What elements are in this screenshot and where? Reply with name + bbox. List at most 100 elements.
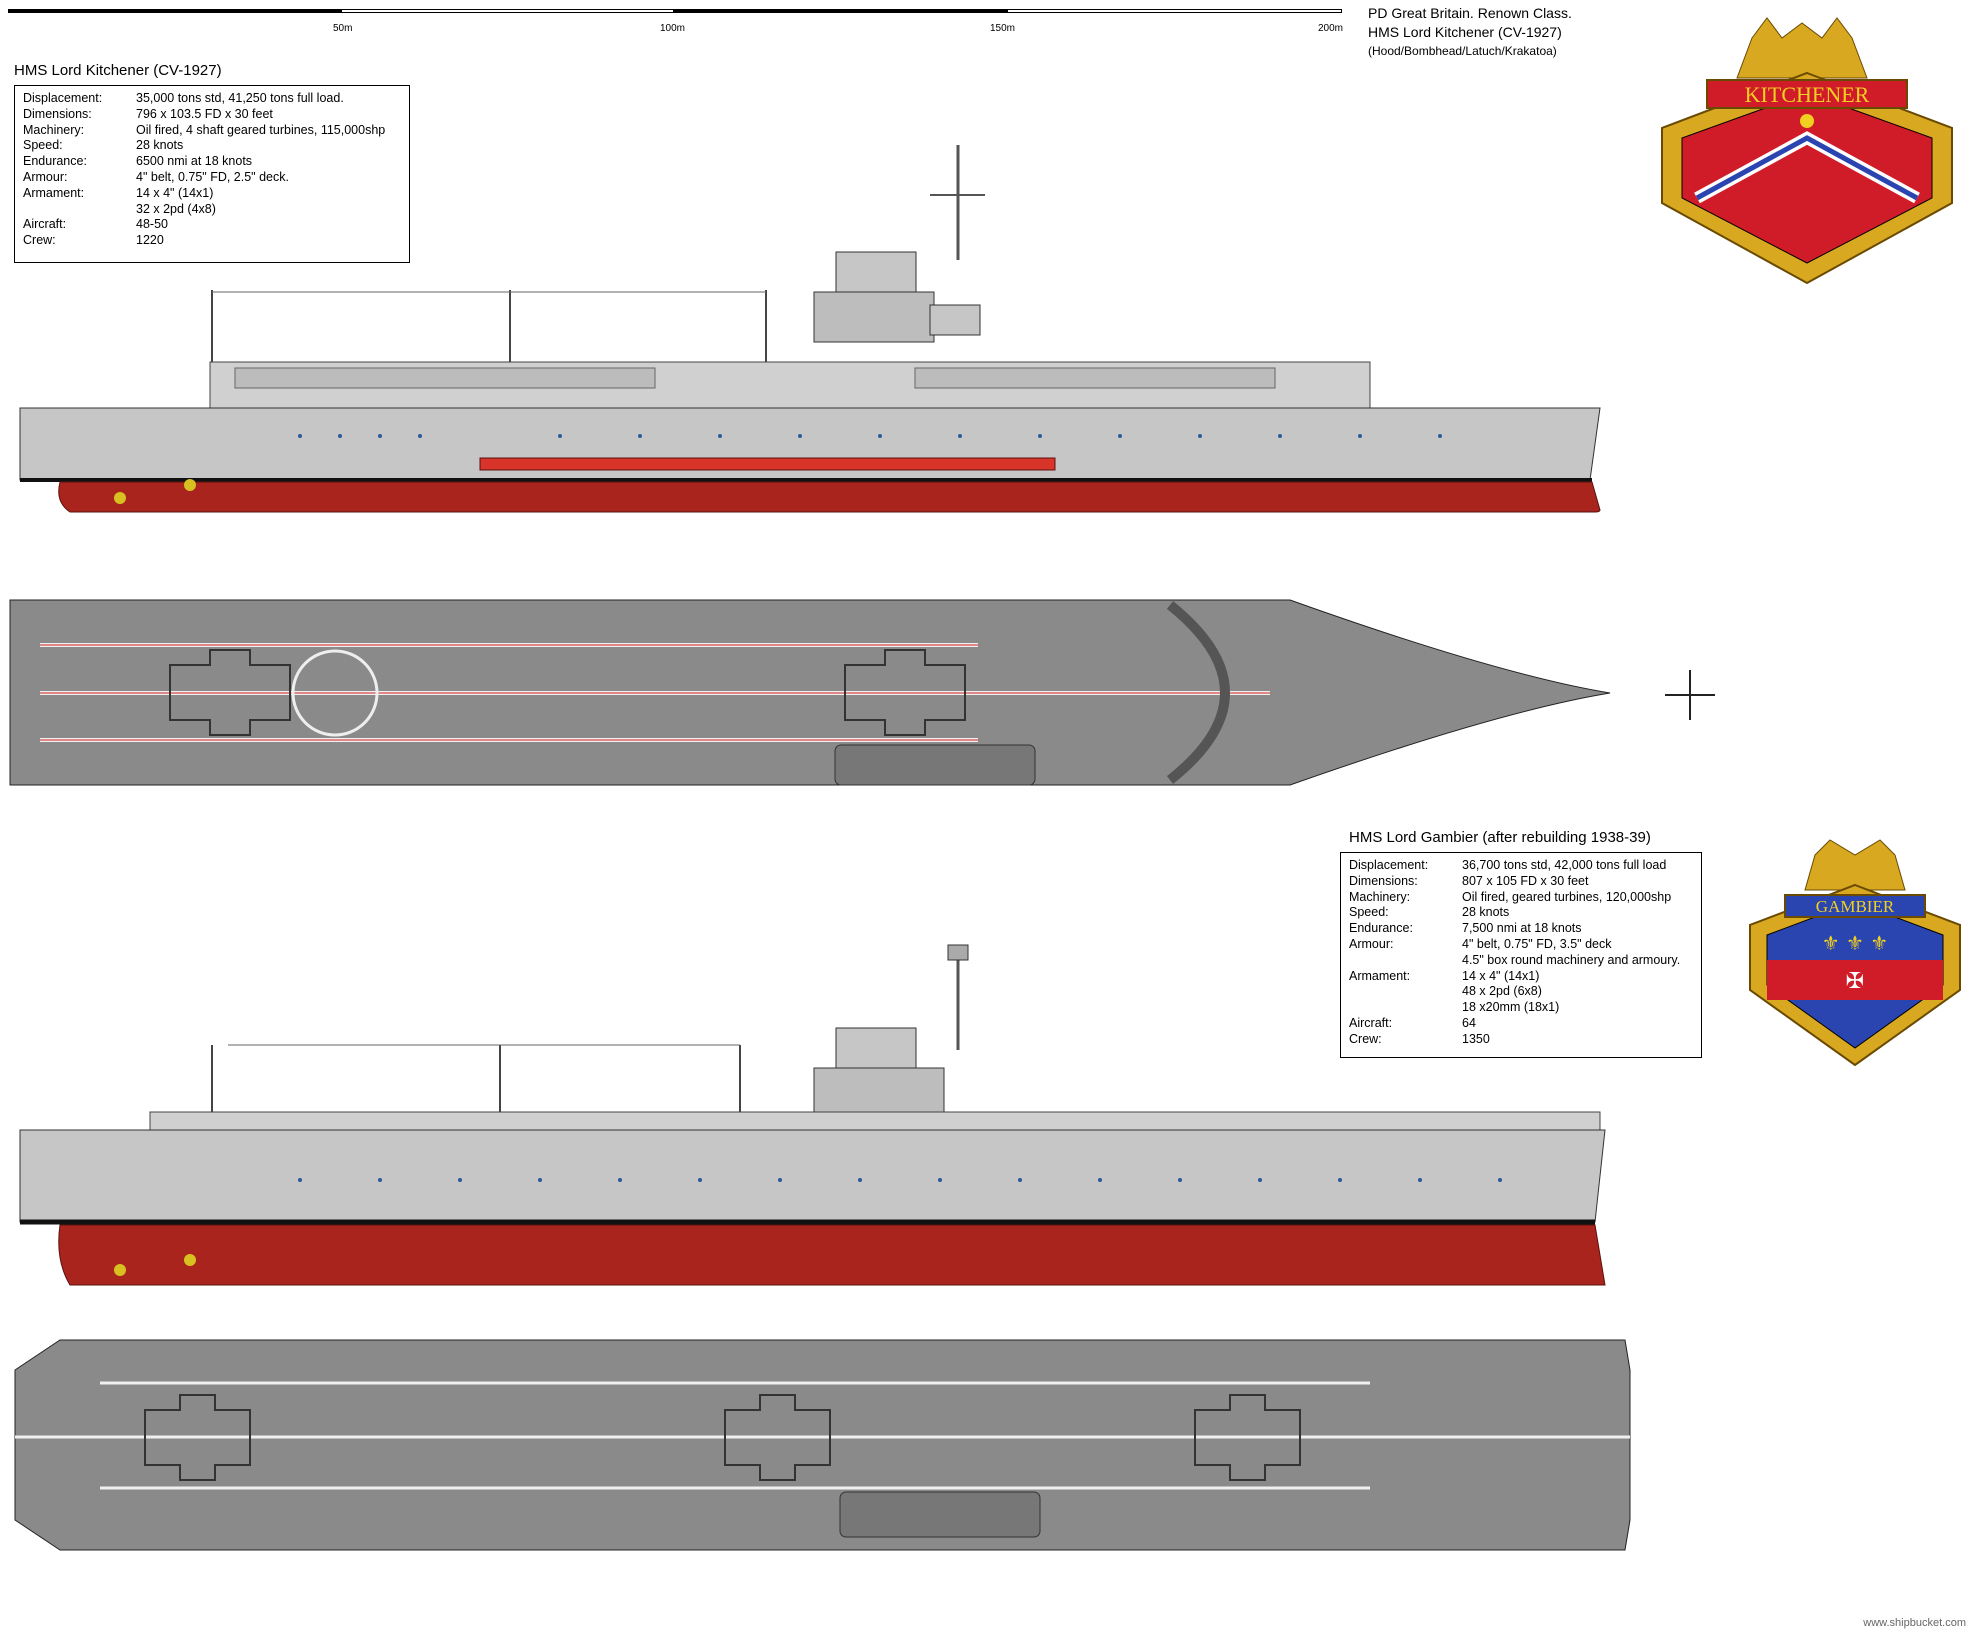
ship1-propeller [114,492,126,504]
ship2-spec-key: Speed: [1349,905,1389,920]
ship1-funnel [835,251,917,293]
ship2-spec-row: Speed: 28 knots [1349,905,1680,921]
ship1-portholes [298,434,1442,438]
drawing-header: PD Great Britain. Renown Class. HMS Lord… [1368,4,1572,61]
ship1-spec-row: 32 x 2pd (4x8) [23,202,385,218]
ship1-spec-row: Crew: 1220 [23,233,385,249]
ship1-deck-plan [9,599,1715,786]
ship2-propeller [114,1264,126,1276]
ship2-spec-row: Armour: 4" belt, 0.75" FD, 3.5" deck [1349,937,1680,953]
ship2-island [813,1067,945,1119]
ship2-hull-upper [19,1129,1606,1223]
ship2-spec-row: Armament: 14 x 4" (14x1) [1349,969,1680,985]
ship2-spec-key: Displacement: [1349,858,1429,872]
ship1-spec-value: 14 x 4" (14x1) [136,185,214,200]
ship2-spec-key: Armour: [1349,936,1394,951]
ship1-spec-value: 32 x 2pd (4x8) [136,201,216,216]
ship2-spec-row: Machinery: Oil fired, geared turbines, 12… [1349,890,1680,906]
ship2-spec-value: Oil fired, geared turbines, 120,000shp [1462,889,1672,904]
scale-bar: 50m 100m 150m 200m [8,9,1343,34]
ship1-spec-row: Armament:14 x 4" (14x1) [23,186,385,202]
footer-credit: www.shipbucket.com [1863,1617,1966,1629]
ship2-portholes [298,1178,1502,1182]
ship2-spec-key: Crew: [1349,1031,1382,1046]
ship2-spec-row: Endurance: 7,500 nmi at 18 knots [1349,921,1680,937]
ship1-spec-row: Machinery:Oil fired, 4 shaft geared turb… [23,123,385,139]
ship1-spec-value: 1220 [136,233,164,248]
ship2-spec-value: 7,500 nmi at 18 knots [1462,921,1582,936]
ship2-spec-row: Crew: 1350 [1349,1032,1680,1048]
ship2-mid-lift [724,1394,831,1481]
header-line-1: PD Great Britain. Renown Class. [1368,5,1572,21]
ship2-spec-row: Displacement: 36,700 tons std, 42,000 ton… [1349,858,1680,874]
scale-label-150: 150m [990,23,1016,34]
ship2-spec-value: 28 knots [1462,905,1510,920]
ship2-spec-box: Displacement: 36,700 tons std, 42,000 ton… [1340,852,1702,1058]
ship1-deck-circle [291,649,379,737]
ship1-spec-row: Armour: 4" belt, 0.75" FD, 2.5" deck. [23,170,385,186]
ship1-spec-key: Endurance: [23,154,87,169]
ship2-spec-key: Machinery: [1349,889,1411,904]
ship2-spec-table: Displacement: 36,700 tons std, 42,000 ton… [1349,858,1680,1048]
ship1-spec-value: 6500 nmi at 18 knots [136,154,253,169]
ship2-spec-value: 18 x20mm (18x1) [1462,1000,1560,1015]
ship1-spec-value: 4" belt, 0.75" FD, 2.5" deck. [136,169,289,184]
ship1-spec-key: Displacement: [23,91,103,105]
header-line-2: HMS Lord Kitchener (CV-1927) [1368,24,1562,40]
ship1-spec-key: Crew: [23,233,56,248]
header-line-3: (Hood/Bombhead/Latuch/Krakatoa) [1368,44,1557,58]
scale-label-50: 50m [333,23,353,34]
ship1-island [813,291,935,343]
ship2-spec-row: Dimensions: 807 x 105 FD x 30 feet [1349,874,1680,890]
ship2-spec-value: 1350 [1462,1031,1490,1046]
ship1-spec-box: Displacement:35,000 tons std, 41,250 ton… [14,85,410,263]
kitchener-badge: KITCHENER [1661,17,1953,285]
scale-label-100: 100m [660,23,686,34]
ship2-forward-lift [144,1394,251,1481]
ship2-spec-key: Aircraft: [1349,1015,1393,1030]
kitchener-shield [1681,92,1933,264]
ship2-title: HMS Lord Gambier (after rebuilding 1938-… [1349,829,1651,846]
scale-label-200: 200m [1318,23,1344,34]
ship2-spec-row: 48 x 2pd (6x8) [1349,984,1680,1000]
ship1-spec-value: 48-50 [136,217,168,232]
ship2-spec-row: Aircraft:64 [1349,1016,1680,1032]
ship1-spec-value: Oil fired, 4 shaft geared turbines, 115,… [136,122,386,137]
ship1-spec-row: Speed: 28 knots [23,138,385,154]
ship1-aircraft-plan [1665,670,1715,720]
ship1-hull-lower [58,481,1601,513]
gambier-crown [1804,839,1906,891]
ship2-spec-row: 4.5" box round machinery and armoury. [1349,953,1680,969]
ship2-spec-value: 807 x 105 FD x 30 feet [1462,873,1589,888]
gambier-badge-name: GAMBIER [1816,897,1895,916]
ship1-aft-lift [844,649,966,736]
ship2-flight-deck [14,1339,1631,1551]
ship1-spec-row: Displacement:35,000 tons std, 41,250 ton… [23,91,385,107]
ship1-spec-value: 28 knots [136,138,184,153]
ship1-spec-key: Armour: [23,169,68,184]
ship1-spec-key: Speed: [23,138,63,153]
ship2-deck-plan [14,1339,1631,1551]
ship1-spec-key: Dimensions: [23,106,92,121]
ship2-aft-lift [1194,1394,1301,1481]
ship1-spec-table: Displacement:35,000 tons std, 41,250 ton… [23,91,385,249]
ship1-forward-lift [169,649,291,736]
ship1-spec-row: Endurance: 6500 nmi at 18 knots [23,154,385,170]
ship2-spec-value: 14 x 4" (14x1) [1462,968,1540,983]
ship2-spec-key: Endurance: [1349,921,1413,936]
kitchener-badge-name: KITCHENER [1745,82,1870,107]
ship1-spec-row: Dimensions: 796 x 103.5 FD x 30 feet [23,107,385,123]
svg-text:⚜ ⚜ ⚜: ⚜ ⚜ ⚜ [1822,931,1889,955]
ship2-spec-row: 18 x20mm (18x1) [1349,1000,1680,1016]
ship2-side-profile [19,944,1606,1286]
ship2-spec-value: 4" belt, 0.75" FD, 3.5" deck [1462,936,1612,951]
ship2-spec-value: 4.5" box round machinery and armoury. [1462,952,1681,967]
kitchener-crown [1736,17,1868,79]
ship2-spec-value: 36,700 tons std, 42,000 tons full load [1462,858,1667,872]
ship2-island-plan [839,1491,1041,1538]
ship2-spec-key: Armament: [1349,968,1411,983]
ship1-spec-value: 796 x 103.5 FD x 30 feet [136,106,273,121]
ship1-island-plan [834,744,1036,786]
ship2-spec-key: Dimensions: [1349,873,1418,888]
gambier-badge: ✠ ⚜ ⚜ ⚜ GAMBIER [1749,839,1961,1067]
